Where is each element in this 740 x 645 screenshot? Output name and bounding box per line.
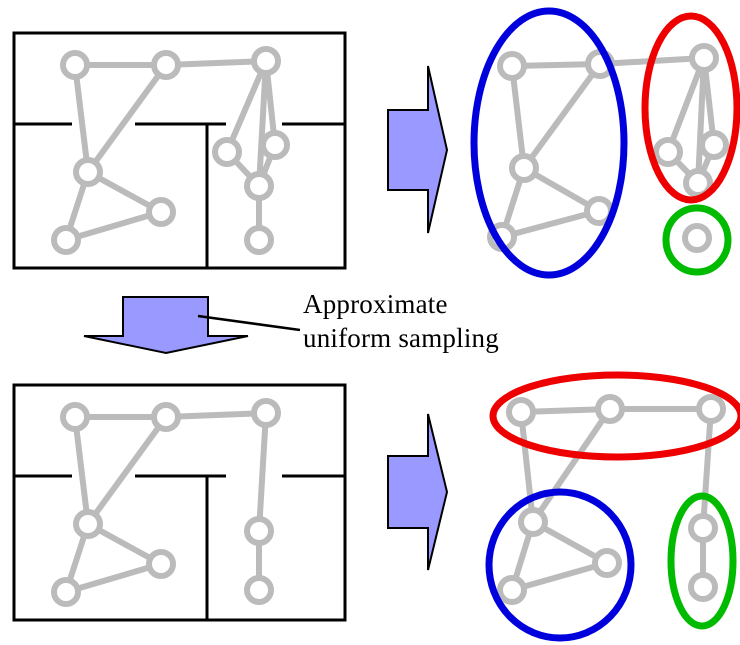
graph-nodes (51, 398, 281, 607)
annotation-leader-line (197, 314, 301, 332)
graph-node (146, 549, 176, 579)
graph-node (251, 46, 281, 76)
cluster-blue (485, 488, 635, 642)
graph-node (212, 137, 242, 167)
graph-node (146, 197, 176, 227)
clustered-graph-bottom (485, 371, 740, 642)
graph-nodes (51, 46, 290, 255)
graph-node (244, 225, 274, 255)
cluster-green (662, 204, 732, 276)
graph-node (688, 513, 718, 543)
graph-node (244, 575, 274, 605)
graph-node (51, 225, 81, 255)
graph-node (60, 50, 90, 80)
annotation-line-2: uniform sampling (303, 323, 499, 353)
graph-node (151, 402, 181, 432)
graph-node (73, 509, 103, 539)
graph-node (506, 397, 536, 427)
graph-node (653, 137, 683, 167)
graph-node (683, 168, 713, 198)
graph-node (682, 223, 712, 253)
graph-node (497, 575, 527, 605)
graph-node (73, 157, 103, 187)
cluster-red (641, 12, 740, 204)
panel-top-left (12, 31, 347, 270)
annotation-line-1: Approximate (303, 289, 448, 319)
graph-node (151, 50, 181, 80)
graph-nodes (497, 394, 726, 605)
graph-node (251, 398, 281, 428)
graph-node (497, 51, 527, 81)
cluster-blue (470, 7, 628, 279)
arrow-right-bottom (387, 413, 449, 571)
walls (14, 122, 345, 268)
graph-node (688, 572, 718, 602)
arrow-down (83, 296, 249, 355)
cluster-green (667, 492, 737, 630)
graph-node (244, 516, 274, 546)
cluster-red (489, 371, 740, 461)
graph-node (689, 43, 719, 73)
graph-node (595, 394, 625, 424)
clustered-graph-top (470, 7, 740, 279)
graph-node (60, 402, 90, 432)
graph-nodes (487, 43, 729, 253)
graph-node (51, 577, 81, 607)
graph-node (696, 394, 726, 424)
panel-bottom-left (12, 383, 347, 622)
graph-node (592, 548, 622, 578)
graph-node (244, 171, 274, 201)
graph-node (509, 153, 539, 183)
arrow-right-top (387, 65, 449, 234)
walls (14, 474, 345, 620)
graph-node (699, 130, 729, 160)
graph-node (260, 130, 290, 160)
graph-node (518, 507, 548, 537)
